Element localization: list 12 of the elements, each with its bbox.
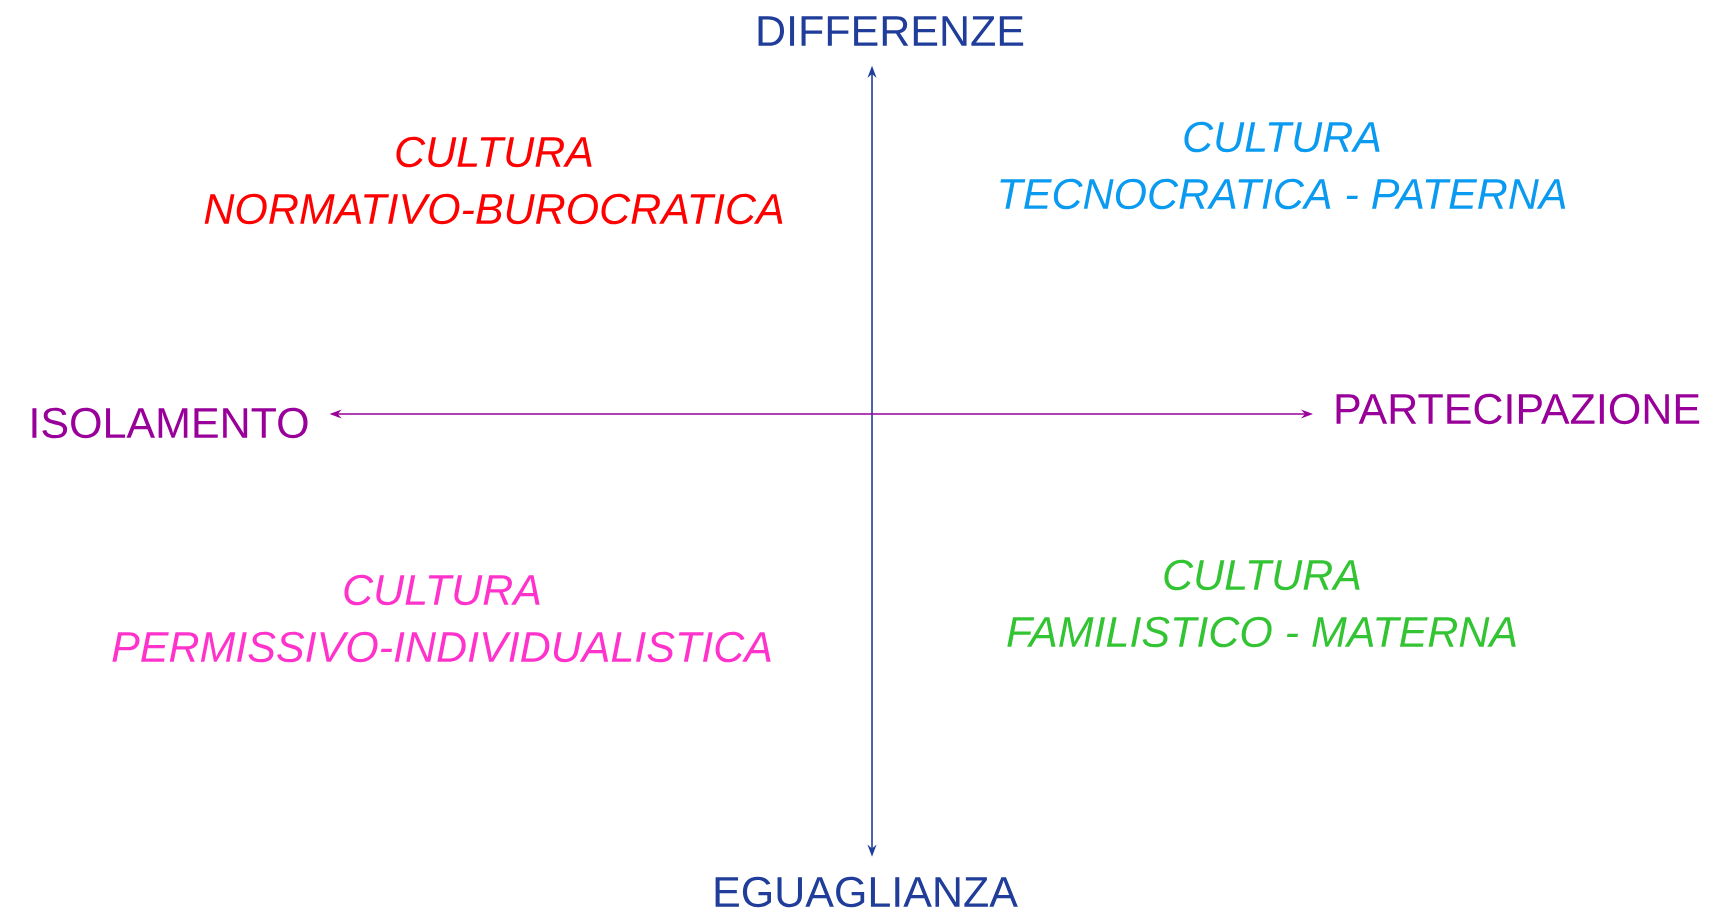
axis-label: EGUAGLIANZA (715, 876, 1018, 908)
quadrant-label: PERMISSIVO-INDIVIDUALISTICA (112, 631, 771, 663)
quadrant-label: FAMILISTICO - MATERNA (1007, 616, 1516, 648)
quadrant-label: CULTURA (1164, 559, 1360, 591)
axis-label: PARTECIPAZIONE (1336, 393, 1700, 425)
quadrant-label: CULTURA (344, 574, 540, 606)
quadrant-label: CULTURA (1184, 121, 1380, 153)
quadrant-label: NORMATIVO-BUROCRATICA (204, 193, 783, 225)
quadrant-label: CULTURA (396, 136, 592, 168)
axis-label: ISOLAMENTO (32, 407, 308, 439)
axis-label: DIFFERENZE (758, 16, 1024, 46)
quadrant-label: TECNOCRATICA - PATERNA (1000, 178, 1566, 210)
